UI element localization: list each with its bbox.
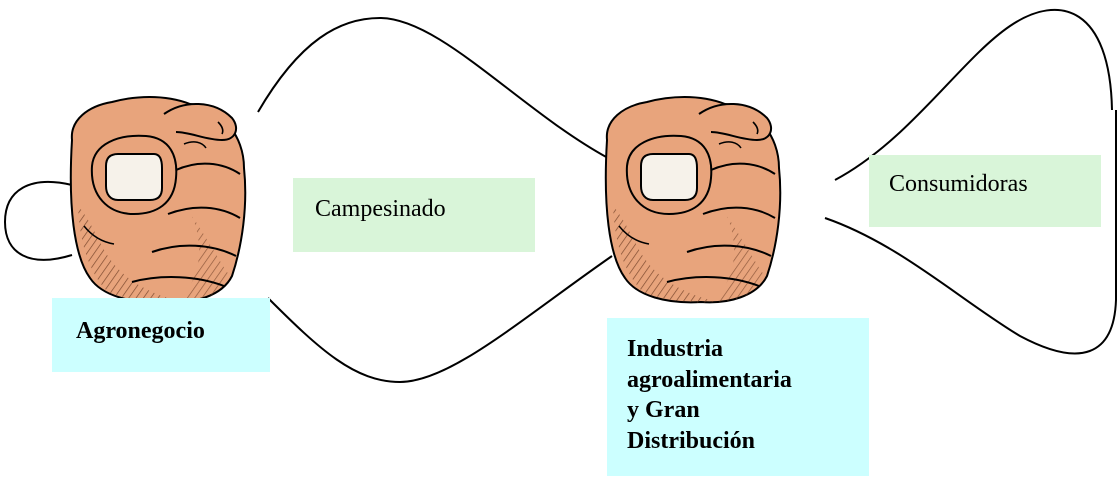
consumidoras-label: Consumidoras — [869, 155, 1101, 227]
campesinado-text: Campesinado — [315, 196, 446, 222]
campesinado-label: Campesinado — [293, 178, 535, 252]
agronegocio-text: Agronegocio — [76, 318, 205, 344]
industria-label: Industria agroalimentaria y Gran Distrib… — [607, 318, 869, 476]
industria-line-1: Industria — [627, 336, 724, 362]
upper-arc-consumidoras — [834, 9, 1113, 181]
industria-line-2: agroalimentaria — [627, 366, 792, 393]
consumidoras-text: Consumidoras — [889, 171, 1028, 197]
industria-line-3: y Gran — [627, 397, 700, 424]
upper-arc-campesinado — [257, 16, 609, 159]
left-loop-curve — [3, 180, 73, 261]
lower-arc-consumidoras — [824, 110, 1117, 355]
agronegocio-label: Agronegocio — [52, 298, 270, 372]
lower-arc-campesinado — [267, 255, 613, 384]
pointing-fist-icon — [69, 96, 247, 304]
industria-line-4: Distribución — [627, 428, 756, 455]
connector-curves — [3, 9, 1117, 384]
pointing-fist-icon — [604, 96, 782, 304]
